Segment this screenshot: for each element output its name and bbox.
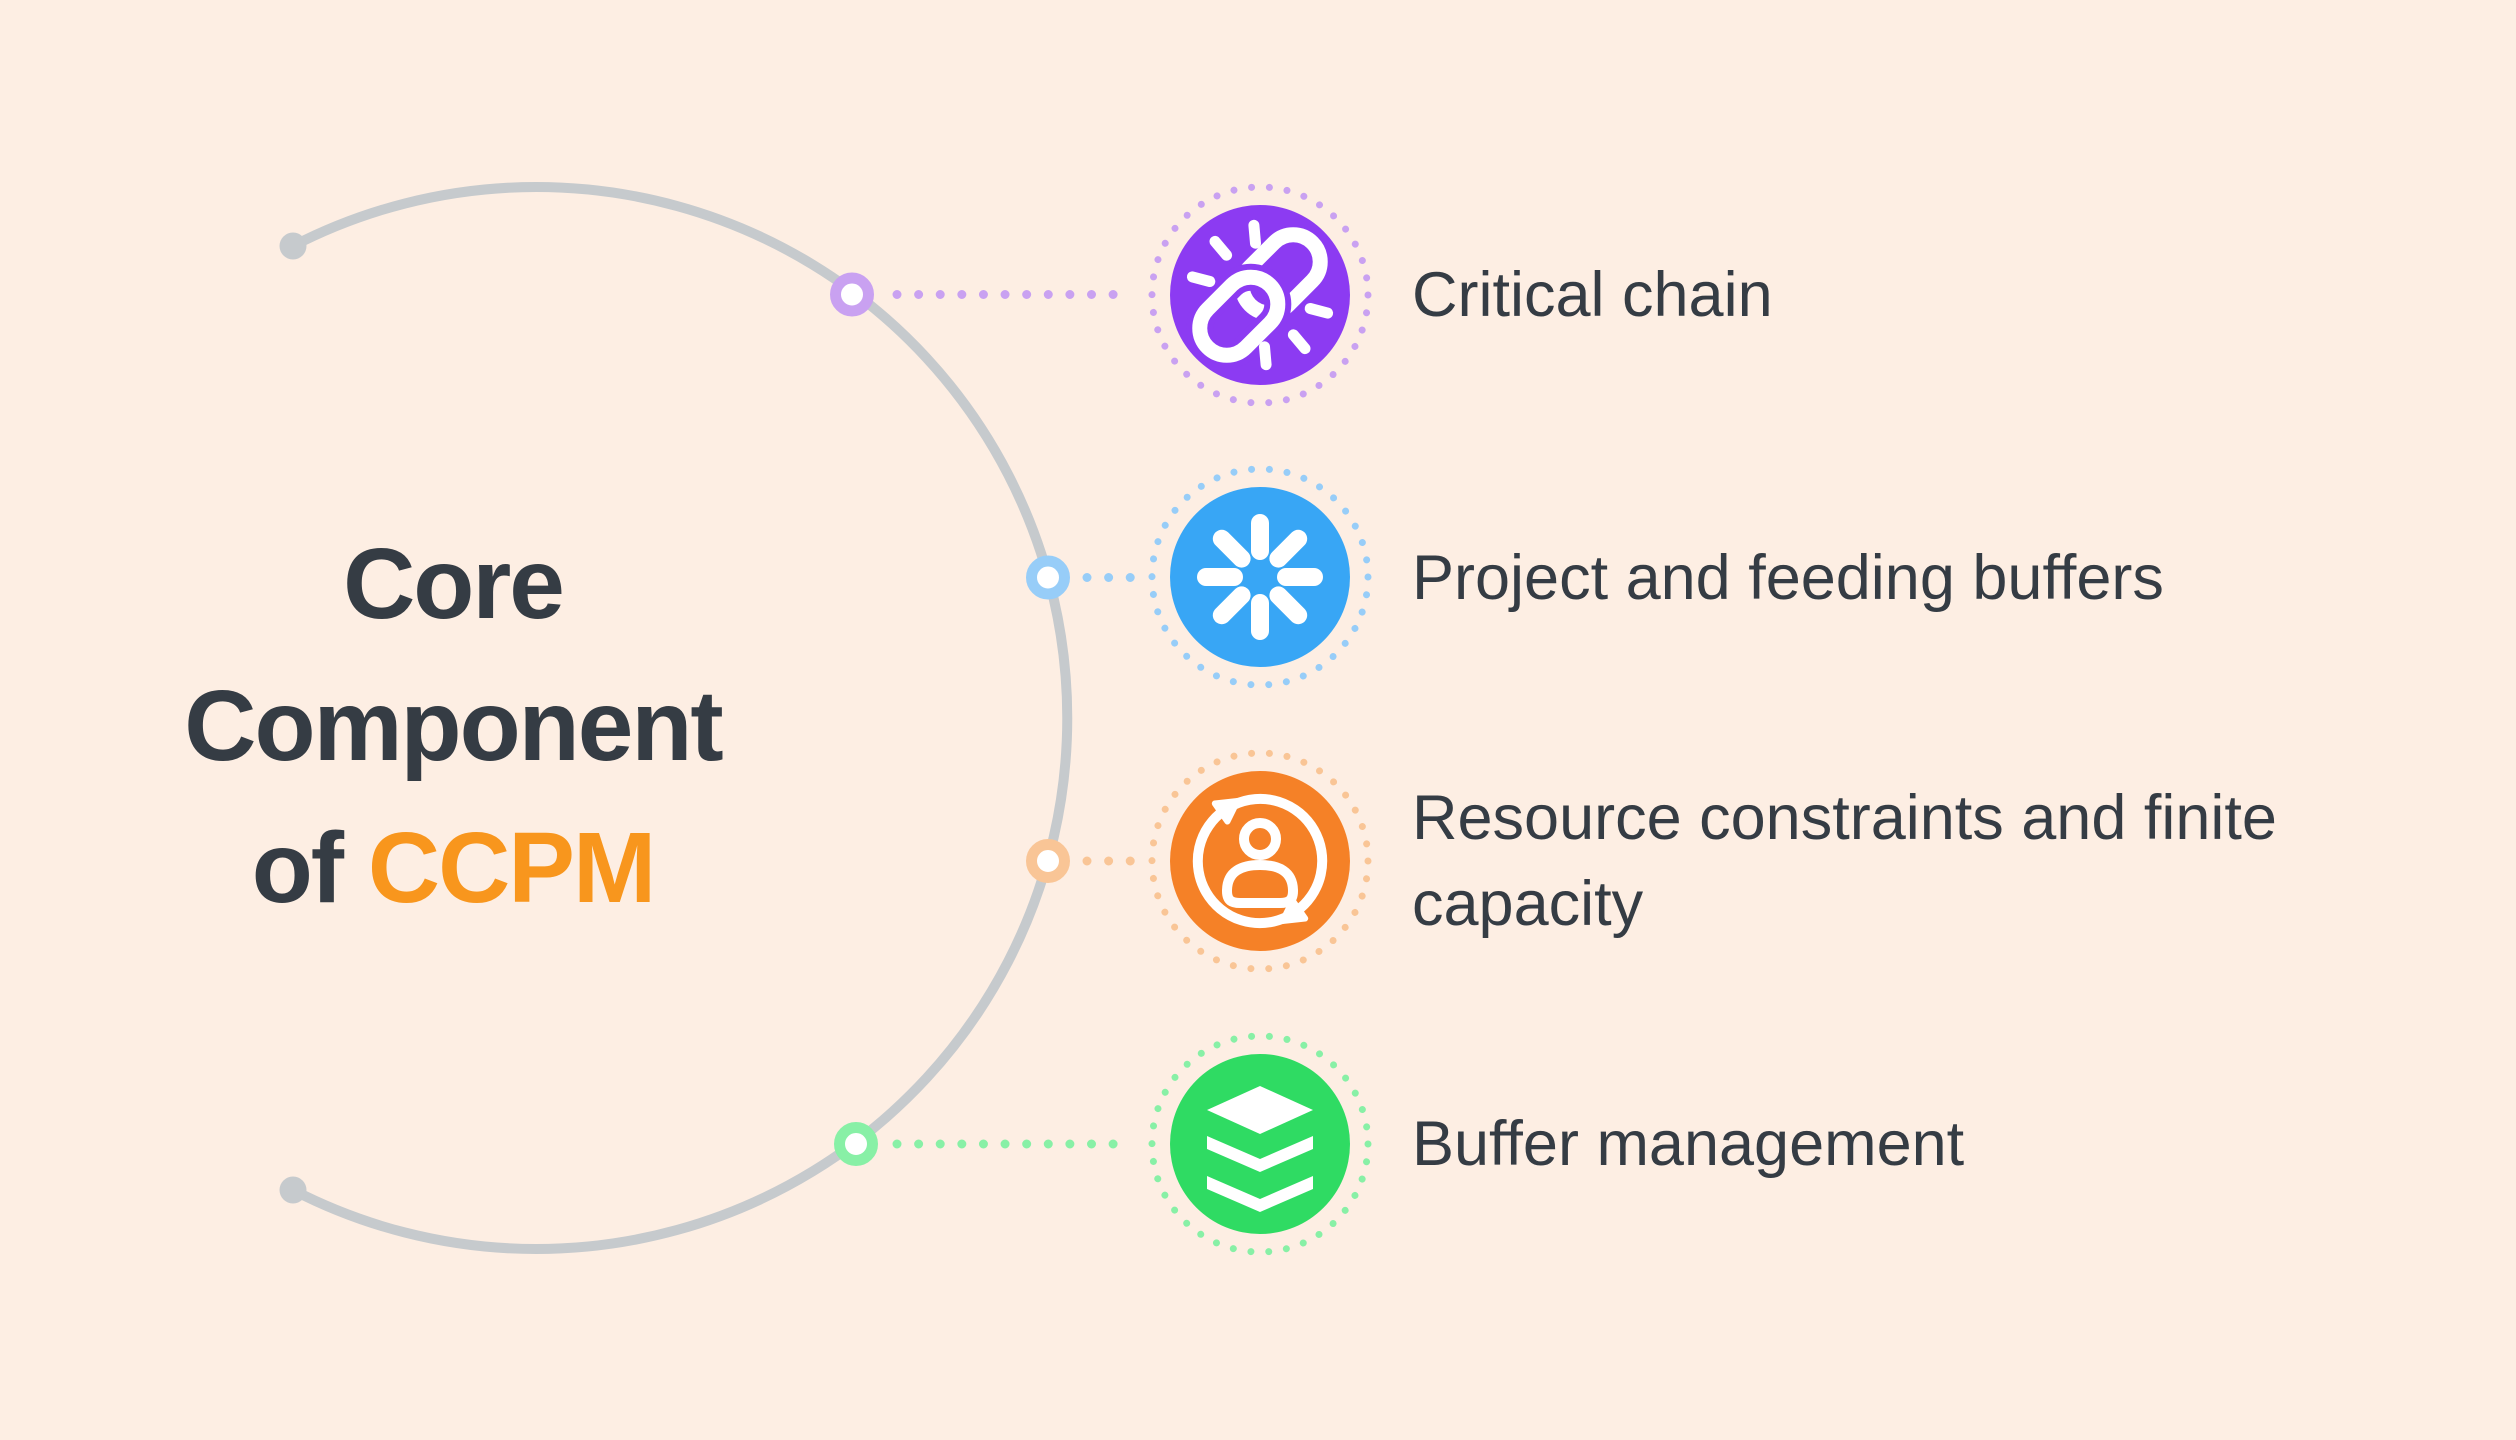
arc-end-dot-top	[279, 232, 307, 260]
spinner-icon-badge	[1148, 465, 1372, 689]
title-line-3-prefix: of	[251, 812, 368, 924]
arc-node-3	[1026, 839, 1070, 883]
user-sync-icon	[1192, 793, 1328, 929]
icon-circle-2	[1170, 487, 1350, 667]
item-label-3: Resource constraints and finite capacity	[1412, 783, 2277, 939]
title-ccpm-highlight: CCPM	[367, 812, 656, 924]
arc-node-4	[834, 1122, 878, 1166]
arc-node-1	[830, 272, 874, 317]
arc-end-dot-bottom	[279, 1176, 307, 1204]
dotted-ring-2	[1148, 465, 1372, 689]
chain-link-icon	[1186, 219, 1334, 371]
title-line-2: Component	[184, 670, 723, 782]
diagram-title: Core Component of CCPM	[53, 513, 853, 939]
item-label-2: Project and feeding buffers	[1412, 543, 2164, 613]
title-line-1: Core	[343, 528, 565, 640]
chain-link-icon-badge	[1148, 183, 1372, 407]
layers-icon	[1207, 1086, 1313, 1212]
spinner-icon	[1197, 514, 1323, 640]
user-sync-icon-badge	[1148, 749, 1372, 973]
title-line-3: of CCPM	[53, 797, 853, 939]
layers-icon-badge	[1148, 1032, 1372, 1256]
dotted-ring-4	[1148, 1032, 1372, 1256]
arc-node-2	[1026, 555, 1070, 600]
item-label-1: Critical chain	[1412, 260, 1773, 330]
dotted-ring-1	[1148, 183, 1372, 407]
dotted-ring-3	[1148, 749, 1372, 973]
item-label-4: Buffer management	[1412, 1109, 1965, 1179]
chain-sparkles	[1186, 219, 1334, 371]
connector-arc	[288, 182, 1073, 1254]
